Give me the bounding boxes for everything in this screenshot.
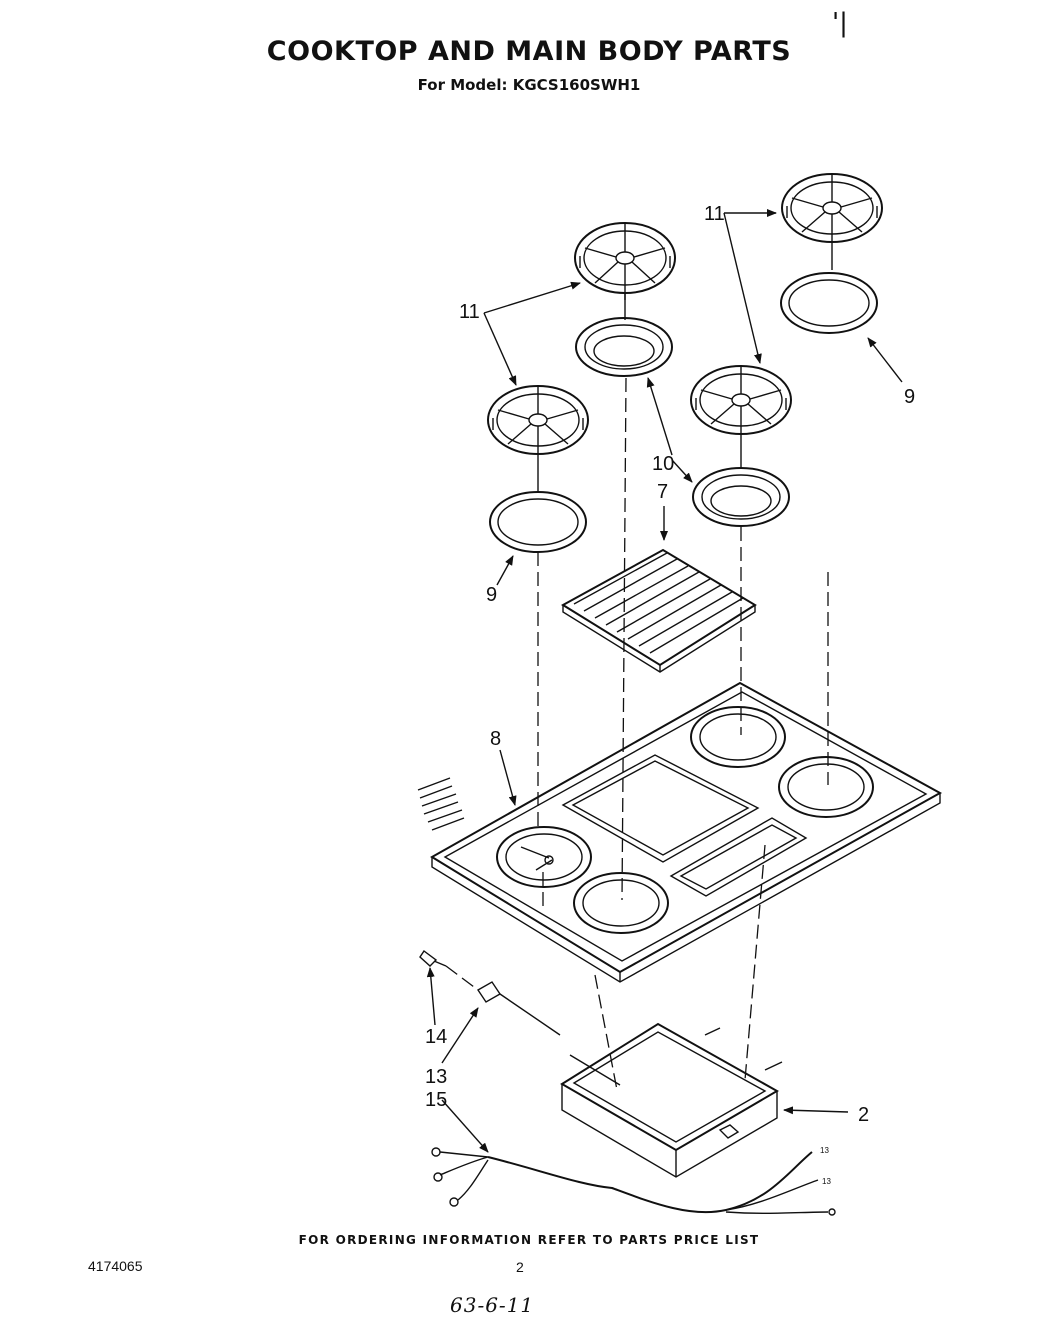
callout-8: 8 [490, 728, 501, 750]
callout-2: 2 [858, 1104, 869, 1126]
trim-ring-back-right [780, 272, 878, 334]
handwritten-note: 63-6-11 [450, 1293, 535, 1317]
grate-back-right [781, 173, 883, 243]
cooktop-main-top [430, 681, 943, 983]
callout-10: 10 [652, 453, 674, 475]
callout-9-right: 9 [904, 386, 915, 408]
callout-15: 15 [425, 1089, 447, 1111]
ordering-note: FOR ORDERING INFORMATION REFER TO PARTS … [298, 1233, 760, 1247]
burner-box [560, 1022, 780, 1178]
grate-front-left [487, 385, 589, 455]
leader-lines [426, 209, 903, 1153]
screw [419, 949, 447, 967]
wire-tag: 13 [822, 1177, 831, 1186]
document-number: 4174065 [88, 1258, 143, 1274]
model-subtitle: For Model: KGCS160SWH1 [417, 76, 641, 94]
callout-11-right: 11 [704, 203, 725, 225]
callout-7: 7 [657, 481, 668, 503]
trim-ring-front-right [692, 467, 790, 527]
page-title: COOKTOP AND MAIN BODY PARTS [266, 36, 792, 67]
griddle-cover [561, 548, 757, 673]
trim-ring-back-left [575, 317, 673, 377]
trim-ring-front-left [489, 491, 587, 553]
corner-mark: '| [832, 8, 848, 38]
wire-tag: 13 [820, 1146, 829, 1155]
wire-harness [431, 1147, 836, 1216]
callout-14: 14 [425, 1026, 447, 1048]
grate-front-right [690, 365, 792, 435]
page-number: 2 [516, 1259, 524, 1275]
grate-back-left [574, 222, 676, 300]
callout-11-left: 11 [459, 301, 480, 323]
callout-13: 13 [425, 1066, 447, 1088]
callout-9-left: 9 [486, 584, 497, 606]
model-label-plate [417, 777, 465, 831]
mounting-clip [477, 981, 501, 1003]
assembly-lines [445, 242, 833, 1091]
